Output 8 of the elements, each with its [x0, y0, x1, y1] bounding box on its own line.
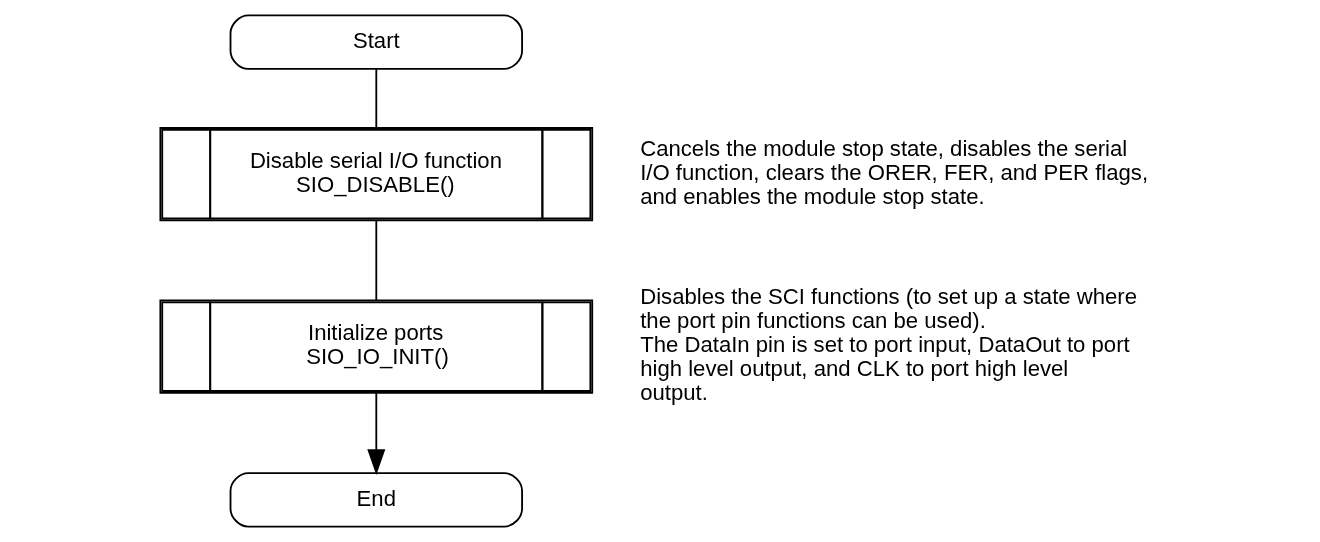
- connector: [374, 68, 377, 129]
- arrow: [366, 392, 385, 476]
- node-label: Cancels the module stop state, disables the serial I/O function, clears the ORER, FER, and PER flags, and enables the module stop state.: [639, 135, 1148, 209]
- node-label: Disables the SCI functions (to set up a state where the port pin functions can be used).: [639, 284, 1137, 334]
- connector: [374, 219, 377, 302]
- node-label: The DataIn pin is set to port input, DataOut to port high level output, and CLK to port high level output.: [639, 332, 1130, 406]
- node-box: Start: [229, 14, 523, 70]
- node-box: End: [229, 472, 523, 528]
